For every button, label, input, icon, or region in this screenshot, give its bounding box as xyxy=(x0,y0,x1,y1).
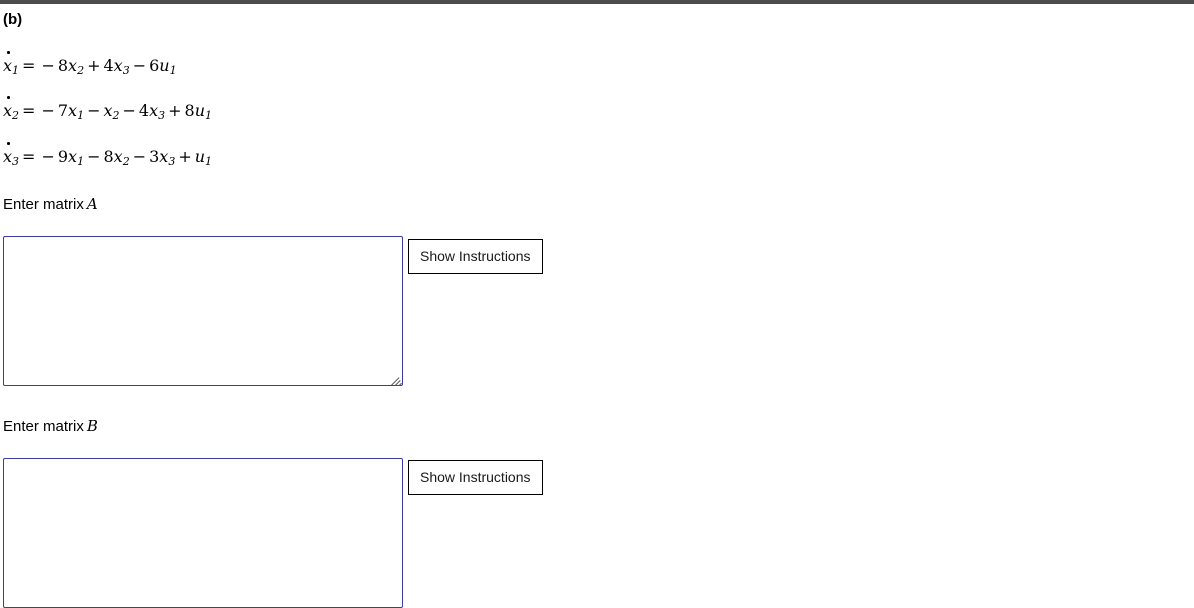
eq3-term1-sub: 1 xyxy=(77,155,85,169)
eq1-term2-sub: 3 xyxy=(122,64,130,78)
eq3-term1-op: − xyxy=(41,147,55,166)
eq2-term2-op: − xyxy=(87,101,101,120)
eq1-term3-var: u xyxy=(159,56,170,75)
eq2-term3-op: − xyxy=(122,101,136,120)
question-page: (b) x1=−8x2+4x3−6u1 x2=−7x1−x2−4x3+8u1 x… xyxy=(0,4,1194,608)
eq2-equals: = xyxy=(22,101,36,120)
eq1-equals: = xyxy=(22,56,36,75)
eq1-term1-coeff: 8 xyxy=(57,56,69,75)
eq2-term1-op: − xyxy=(41,101,55,120)
eq3-term3-var: x xyxy=(159,147,169,166)
eq1-term2-op: + xyxy=(87,56,101,75)
show-instructions-button-matrix-a[interactable]: Show Instructions xyxy=(408,239,543,274)
eq3-term4-op: + xyxy=(178,147,192,166)
matrix-a-symbol: A xyxy=(86,195,98,213)
equation-1: x1=−8x2+4x3−6u1 xyxy=(3,51,177,81)
eq3-term2-sub: 2 xyxy=(122,155,130,169)
eq2-term1-coeff: 7 xyxy=(57,101,69,120)
eq2-term4-var: u xyxy=(194,101,206,120)
eq3-term1-coeff: 9 xyxy=(57,147,69,166)
eq3-term2-coeff: 8 xyxy=(103,147,114,166)
matrix-b-label-text: Enter matrix xyxy=(3,418,84,435)
eq1-lhs: x1 xyxy=(3,51,20,81)
eq2-term3-var: x xyxy=(149,101,159,120)
eq3-equals: = xyxy=(22,147,36,166)
matrix-a-label-text: Enter matrix xyxy=(3,196,84,213)
eq1-term3-sub: 1 xyxy=(169,64,177,78)
eq1-term2-coeff: 4 xyxy=(103,56,114,75)
matrix-b-input[interactable] xyxy=(3,458,403,608)
eq1-term1-op: − xyxy=(41,56,55,75)
eq3-lhs: x3 xyxy=(3,142,20,172)
eq2-term4-coeff: 8 xyxy=(184,101,195,120)
eq1-term1-sub: 2 xyxy=(77,64,85,78)
eq3-term2-op: − xyxy=(87,147,101,166)
eq3-term2-var: x xyxy=(113,147,123,166)
matrix-b-symbol: B xyxy=(86,417,98,435)
eq2-term2-sub: 2 xyxy=(112,109,120,123)
eq3-term1-var: x xyxy=(68,147,78,166)
eq3-lhs-subscript: 3 xyxy=(12,155,20,169)
eq2-term1-sub: 1 xyxy=(77,109,85,123)
eq2-term3-coeff: 4 xyxy=(138,101,150,120)
eq1-term3-coeff: 6 xyxy=(149,56,160,75)
equation-3: x3=−9x1−8x2−3x3+u1 xyxy=(3,142,213,172)
part-label: (b) xyxy=(3,11,23,28)
eq1-term1-var: x xyxy=(68,56,78,75)
eq1-lhs-subscript: 1 xyxy=(12,64,20,78)
eq1-term2-var: x xyxy=(113,56,123,75)
eq2-term1-var: x xyxy=(68,101,78,120)
equation-2: x2=−7x1−x2−4x3+8u1 xyxy=(3,96,213,126)
eq2-term4-op: + xyxy=(168,101,182,120)
show-instructions-button-matrix-b[interactable]: Show Instructions xyxy=(408,460,543,495)
eq3-term4-var: u xyxy=(194,147,206,166)
top-window-strip xyxy=(0,0,1194,4)
eq2-term3-sub: 3 xyxy=(158,109,166,123)
eq3-term3-sub: 3 xyxy=(168,155,176,169)
eq3-term4-sub: 1 xyxy=(205,155,213,169)
eq3-term3-coeff: 3 xyxy=(149,147,160,166)
eq2-term4-sub: 1 xyxy=(205,109,213,123)
eq2-term2-var: x xyxy=(103,101,113,120)
eq2-lhs: x2 xyxy=(3,96,20,126)
eq2-lhs-subscript: 2 xyxy=(12,109,20,123)
matrix-a-input[interactable] xyxy=(3,236,403,386)
eq1-term3-op: − xyxy=(132,56,147,75)
eq3-term3-op: − xyxy=(132,147,147,166)
